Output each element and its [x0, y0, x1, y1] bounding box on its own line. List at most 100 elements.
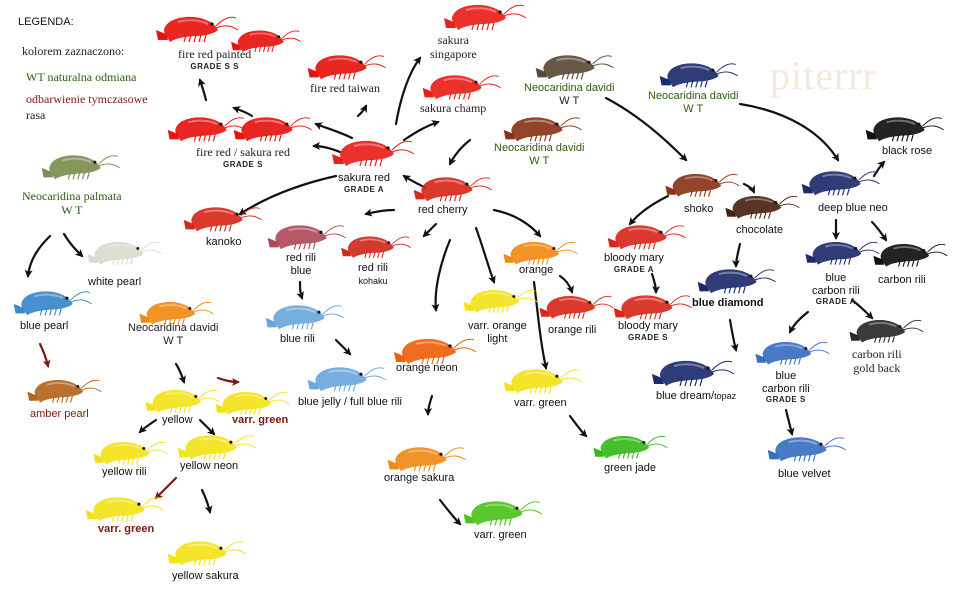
arrow-davidi-top-to-shoko — [604, 96, 688, 162]
arrow-shoko-to-bloody-mary — [628, 194, 670, 226]
shrimp-green-jade — [593, 435, 668, 459]
arrow-cherry-to-red-rili-kohaku — [422, 222, 438, 238]
arrow-yellow-neon-to-varr-green — [154, 476, 178, 500]
arrow-sakura-red-to-fire-red-taiwan — [314, 122, 354, 140]
shrimp-yellow-sakura — [167, 541, 246, 566]
shrimp-red-rili-blue — [267, 225, 346, 250]
shrimp-yellow-neon — [177, 435, 256, 460]
label-kanoko: kanoko — [206, 236, 242, 248]
label-sakura-singapore: sakura singapore — [430, 33, 477, 61]
arrow-blue-rili-to-blue-jelly — [334, 338, 352, 356]
shrimp-blue-velvet — [767, 437, 846, 462]
arrow-sakura-red-to-sakura-singapore — [394, 56, 422, 126]
arrow-davidi-right-to-deep-blue-neo — [738, 102, 840, 162]
shrimp-amber-pearl — [27, 379, 102, 403]
label-chocolate: chocolate — [736, 224, 784, 236]
label-shoko: shoko — [684, 203, 714, 215]
arrow-blue-pearl-to-amber — [38, 342, 51, 368]
grade-badge: GRADE S — [765, 395, 806, 405]
shrimp-davidi-center — [503, 117, 582, 142]
label-blue-carbon-rili-a: blue carbon rili GRADE A — [812, 272, 860, 307]
label-varr-green-low: varr. green — [98, 523, 155, 535]
legend-intro: kolorem zaznaczono: — [22, 44, 125, 58]
arrow-deep-blue-to-carbon-rili — [870, 220, 888, 242]
label-neocaridina-davidi-center: Neocaridina davidi W T — [494, 142, 585, 167]
shrimp-blue-carbon-rili-s — [755, 341, 830, 365]
arrow-blue-diamond-to-blue-dream — [728, 318, 739, 352]
label-yellow: yellow — [162, 414, 193, 426]
arrow-blue-carbon-a-to-gold-back — [850, 298, 874, 320]
label-neocaridina-davidi-left: Neocaridina davidi W T — [128, 322, 219, 347]
label-blue-jelly: blue jelly / full blue rili — [298, 396, 402, 408]
shrimp-bloody-mary-a — [607, 225, 686, 250]
arrow-palmata-to-blue-pearl — [24, 234, 52, 278]
grade-badge: GRADE S S — [190, 61, 239, 71]
label-red-rili-kohaku: red rili kohaku — [358, 262, 388, 286]
label-fire-red-taiwan: fire red taiwan — [310, 81, 380, 95]
grade-badge: GRADE A — [815, 297, 856, 307]
watermark: piterrr — [770, 53, 877, 98]
shrimp-yellow-rili — [93, 441, 168, 465]
shrimp-blue-carbon-rili-a — [805, 241, 880, 265]
shrimp-orange-neon — [394, 338, 477, 365]
label-blue-dream: blue dream/topaz — [656, 390, 737, 402]
shrimp-sakura-singapore — [444, 4, 527, 31]
label-red-cherry: red cherry — [418, 204, 468, 216]
label-orange-sakura: orange sakura — [384, 472, 455, 484]
label-bloody-mary-s: bloody mary GRADE S — [618, 320, 678, 342]
arrow-bloody-mary-to-s — [650, 272, 660, 294]
shrimp-blue-diamond — [697, 269, 776, 294]
shrimp-blue-jelly — [307, 367, 386, 392]
shrimp-fire-red-sakura-b — [233, 117, 312, 142]
arrow-deep-blue-to-black-rose — [872, 160, 886, 178]
label-neocaridina-davidi-right: Neocaridina davidi W T — [648, 90, 739, 115]
label-fire-red-painted: fire red painted GRADE S S — [178, 47, 252, 71]
shrimp-davidi-top — [535, 55, 614, 80]
shrimp-varr-green-bottom — [463, 501, 542, 526]
label-fire-red-sakura-red: fire red / sakura red GRADE S — [196, 145, 290, 169]
grade-badge: GRADE A — [613, 264, 654, 274]
label-blue-pearl: blue pearl — [20, 320, 69, 332]
label-blue-diamond: blue diamond — [692, 297, 764, 309]
label-blue-carbon-rili-s: blue carbon rili GRADE S — [762, 370, 810, 405]
label-sakura-champ: sakura champ — [420, 101, 487, 115]
label-blue-rili: blue rili — [280, 333, 315, 345]
label-blue-velvet: blue velvet — [778, 468, 831, 480]
shrimp-sakura-red — [332, 140, 415, 167]
arrow-blue-carbon-a-to-s — [788, 310, 810, 334]
label-neocaridina-palmata: Neocaridina palmata W T — [22, 189, 122, 217]
shrimp-fire-red-painted-a — [156, 16, 239, 43]
label-orange-rili: orange rili — [548, 324, 597, 336]
legend-race: rasa — [26, 108, 46, 122]
arrow-cherry-to-kanoko — [364, 208, 396, 217]
shrimp-white-pearl — [87, 241, 162, 265]
arrow-fire-red-to-painted-b — [232, 106, 254, 118]
label-carbon-rili: carbon rili — [878, 274, 926, 286]
arrow-cherry-to-davidi-center — [448, 138, 472, 166]
shrimp-fire-red-painted-b — [231, 30, 302, 53]
label-orange: orange — [519, 264, 554, 276]
shrimp-carbon-rili-gold-back — [849, 319, 924, 343]
label-varr-orange-light: varr. orange light — [468, 320, 527, 345]
label-yellow-rili: yellow rili — [102, 466, 147, 478]
label-deep-blue-neo: deep blue neo — [818, 202, 888, 214]
shrimp-red-rili-kohaku — [341, 236, 412, 259]
grade-badge: GRADE S — [627, 332, 668, 342]
shrimp-blue-pearl — [13, 291, 92, 316]
label-varr-green-mid: varr. green — [514, 397, 567, 409]
arrow-fire-red-to-painted-a — [198, 78, 208, 102]
arrow-cherry-to-kanoko-big — [238, 174, 338, 216]
arrow-taiwan-to-painted — [356, 104, 368, 118]
shrimp-varr-green-mid — [503, 369, 582, 394]
arrow-cherry-to-orange — [492, 208, 542, 238]
shrimp-varr-green-left — [215, 391, 290, 415]
label-yellow-neon: yellow neon — [180, 460, 239, 472]
label-red-rili-blue: red rili blue — [286, 252, 316, 277]
legend-title: LEGENDA: — [18, 16, 74, 28]
label-varr-green-left: varr. green — [232, 414, 289, 426]
shrimp-varr-green-low — [85, 497, 164, 522]
shrimp-davidi-right — [659, 63, 738, 88]
shrimp-carbon-rili — [873, 243, 948, 267]
